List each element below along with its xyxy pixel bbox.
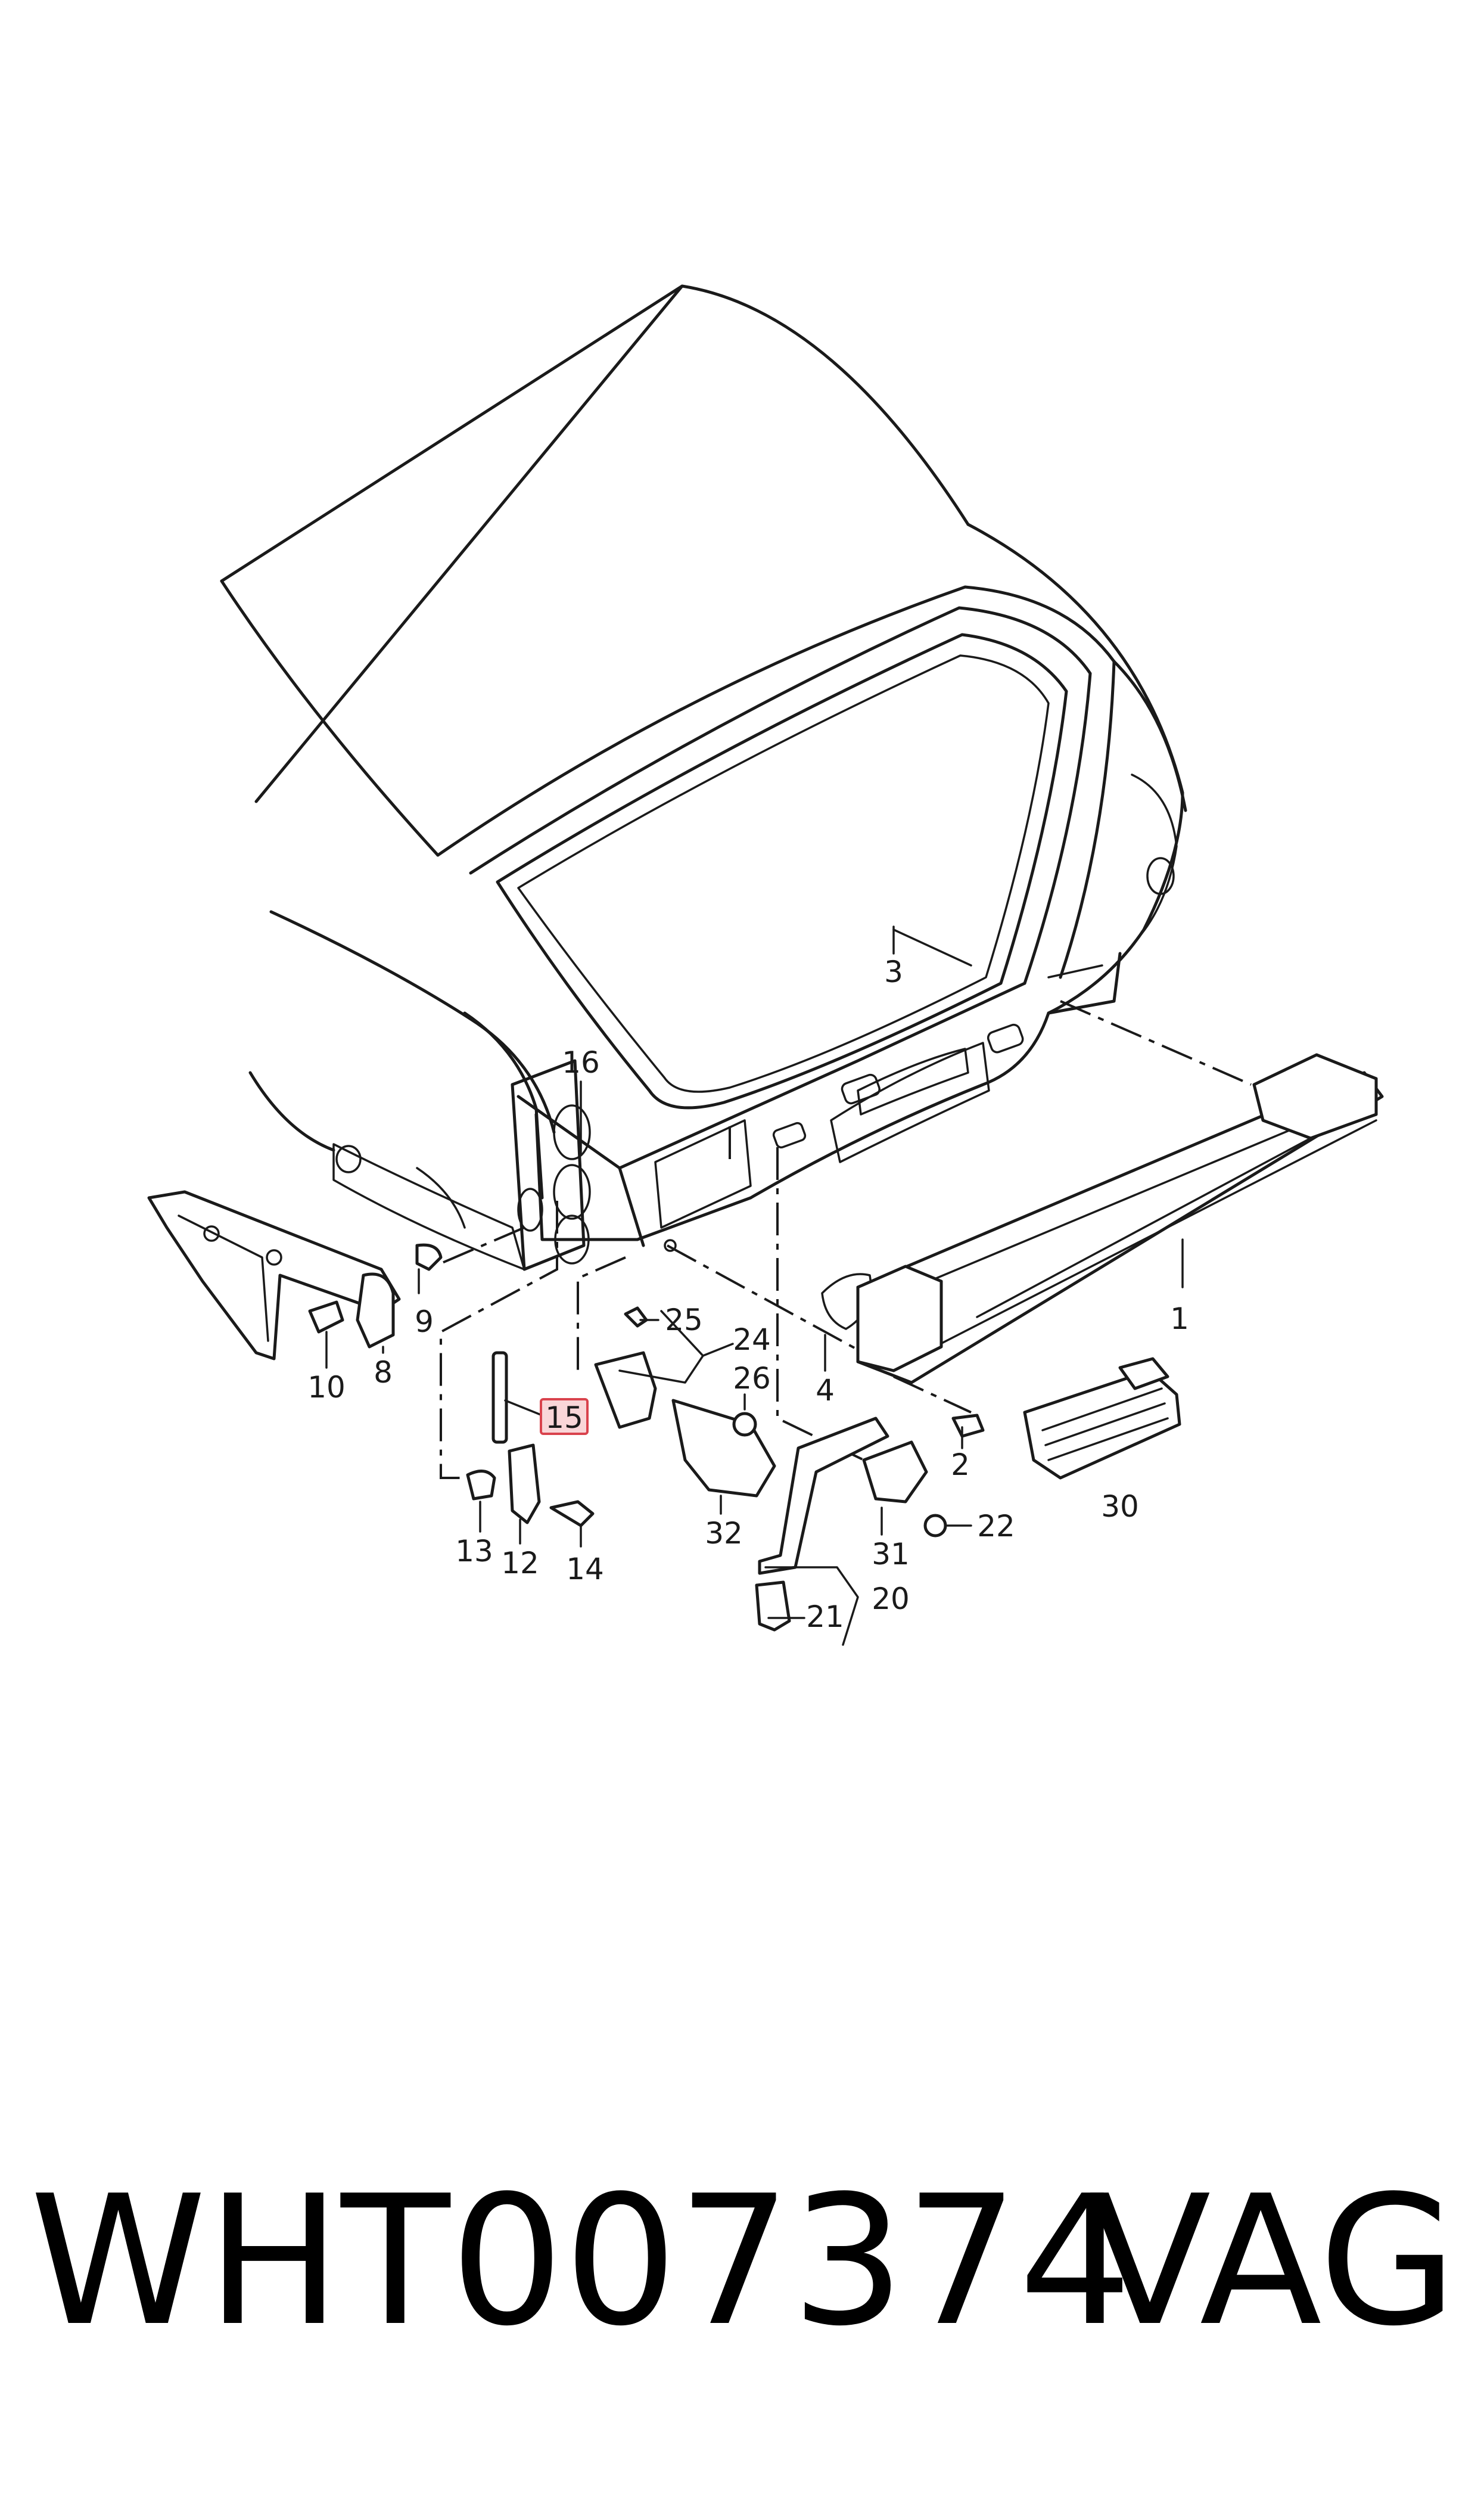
callout-26[interactable]: 26 [733,1361,771,1396]
footer: WHT007374 VAG [0,2163,1484,2360]
callout-9[interactable]: 9 [415,1304,434,1339]
callout-24[interactable]: 24 [733,1322,771,1357]
callout-20[interactable]: 20 [872,1582,910,1616]
callout-30[interactable]: 30 [1101,1489,1139,1524]
callout-leaders [325,925,1184,1646]
callout-14[interactable]: 14 [566,1552,604,1586]
brand-name: VAG [1088,2157,1457,2365]
callout-3[interactable]: 3 [884,955,903,989]
callout-4[interactable]: 4 [816,1373,835,1408]
callout-labels: 1 2 3 4 8 9 10 12 13 14 15 16 20 21 22 2… [307,955,1189,1634]
part-1-bumper-carrier [856,1053,1384,1384]
callout-8[interactable]: 8 [374,1355,393,1390]
part-20-21-31-right-brackets [755,1414,985,1632]
callout-16[interactable]: 16 [562,1045,600,1080]
callout-1[interactable]: 1 [1170,1302,1189,1336]
callout-13[interactable]: 13 [455,1534,493,1568]
callout-31[interactable]: 31 [872,1537,910,1571]
callout-12[interactable]: 12 [501,1546,539,1580]
callout-22[interactable]: 22 [977,1509,1015,1543]
callout-15[interactable]: 15 [545,1400,583,1435]
callout-2[interactable]: 2 [951,1448,970,1482]
part-24-32-hinge-brackets [594,1306,776,1498]
part-8-10-left-bracket [147,1190,443,1361]
part-30-bracket [1023,1357,1181,1480]
callout-15-highlight [540,1398,589,1435]
car-body-outline [220,284,1187,1330]
part-number: WHT007374 [30,2157,1133,2365]
part-12-15-lower-bracket [466,1351,595,1527]
callout-32[interactable]: 32 [705,1516,743,1551]
callout-21[interactable]: 21 [806,1599,844,1634]
callout-10[interactable]: 10 [307,1370,346,1405]
callout-25[interactable]: 25 [665,1303,703,1337]
